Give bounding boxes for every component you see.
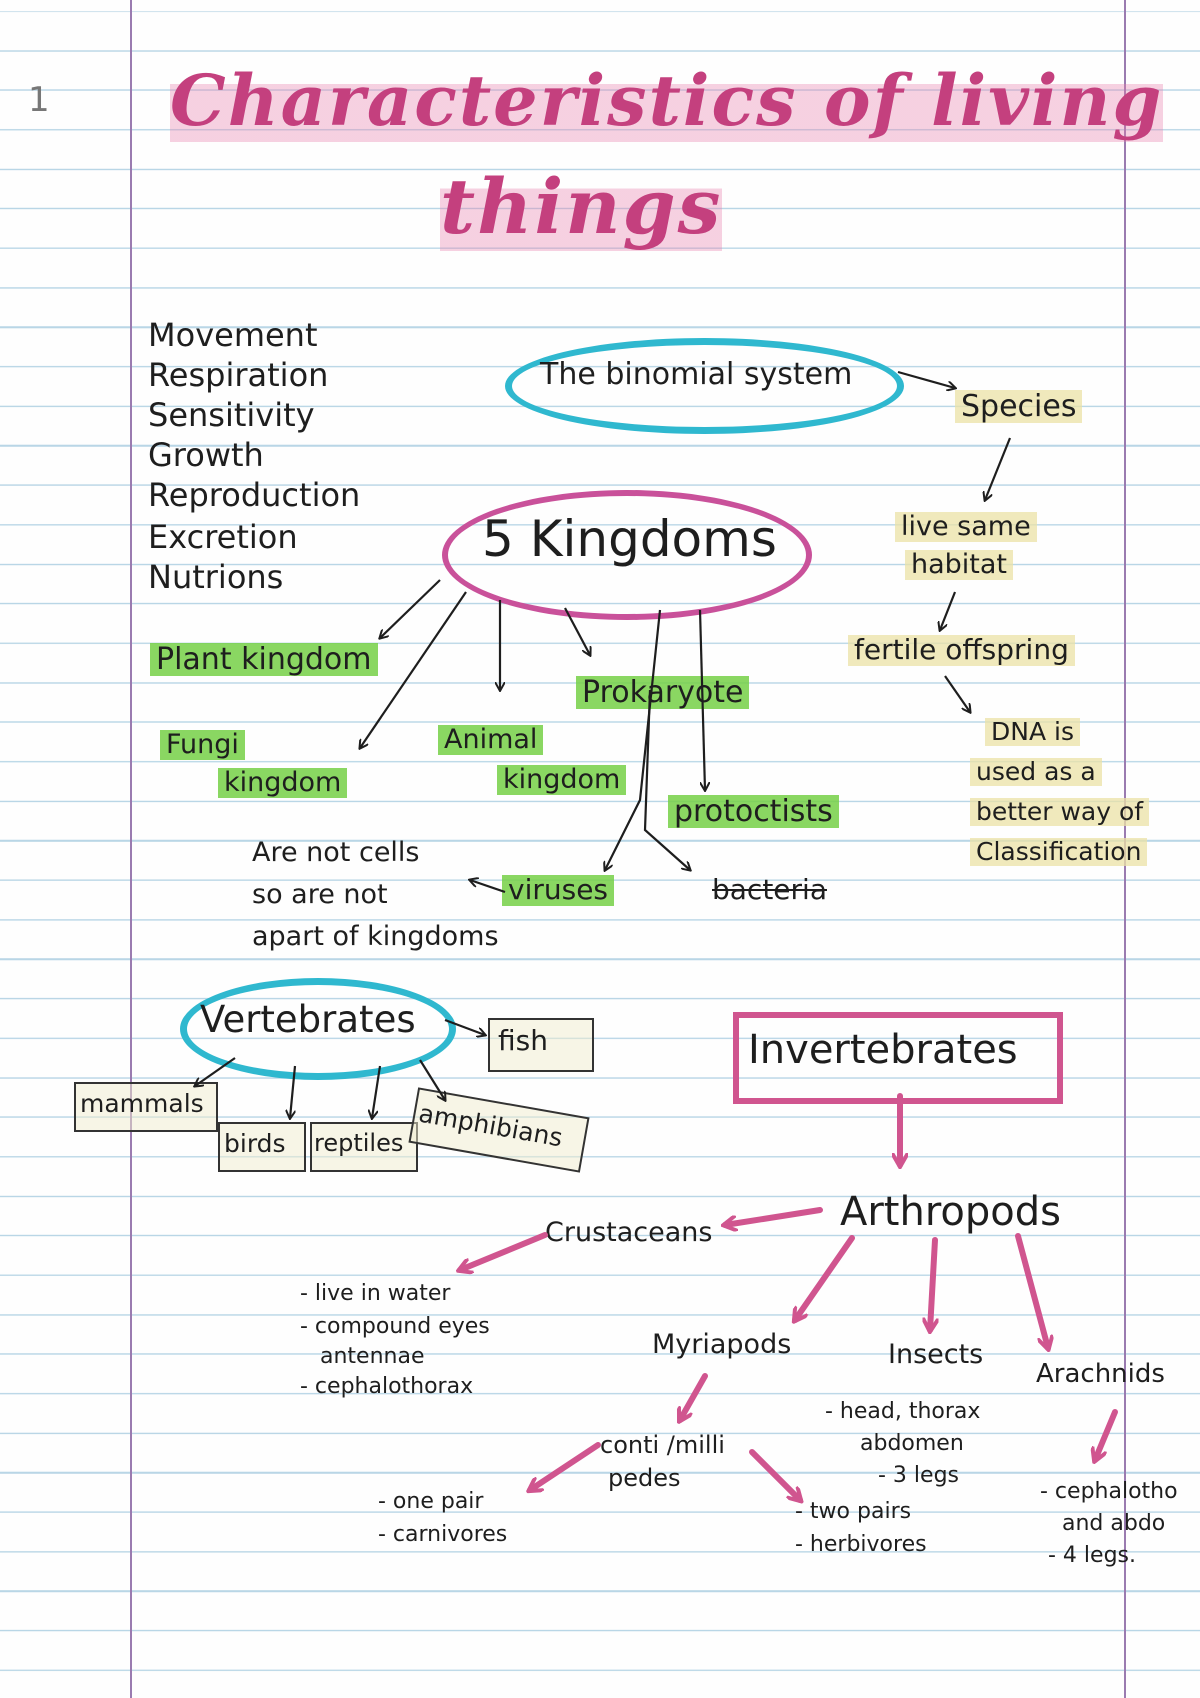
arrow-binomial-species <box>897 370 955 388</box>
arthropods-label: Arthropods <box>840 1189 1061 1235</box>
live-same-label: live same <box>895 512 1037 542</box>
arrow-prokaryote-bacteria <box>643 689 690 870</box>
arrow-vertebrates-mammals <box>195 1057 236 1086</box>
insects-note: abdomen <box>860 1431 964 1456</box>
dna-line: used as a <box>970 758 1102 786</box>
dna-line: Classification <box>970 838 1148 866</box>
arrow-vertebrates-birds <box>290 1065 297 1118</box>
arachnids-label: Arachnids <box>1036 1359 1165 1389</box>
mammals-label: mammals <box>80 1089 204 1118</box>
fish-label: fish <box>498 1024 548 1057</box>
characteristic-item: Growth <box>148 436 264 474</box>
arrow-sub-left <box>530 1442 601 1490</box>
vertebrates-oval <box>180 978 456 1080</box>
insects-note: - 3 legs <box>878 1463 959 1488</box>
myriapods-right-note: - herbivores <box>795 1532 927 1557</box>
fertile-offspring-label: fertile offspring <box>848 634 1075 666</box>
arrow-kingdoms-prokaryote <box>564 607 590 655</box>
binomial-label: The binomial system <box>540 357 853 392</box>
prokaryote-label: Prokaryote <box>576 676 750 709</box>
arachnids-note: - cephalotho <box>1040 1479 1178 1504</box>
dna-line: DNA is <box>985 718 1080 746</box>
species-label: Species <box>955 390 1083 423</box>
arrow-vertebrates-amphibians <box>419 1059 445 1100</box>
characteristic-item: Respiration <box>148 356 329 394</box>
crustacean-note: antennae <box>320 1344 425 1369</box>
arrow-sub-right <box>749 1449 800 1500</box>
crustacean-note: - compound eyes <box>300 1314 490 1339</box>
arrow-live-fertile <box>940 591 957 630</box>
arrow-fertile-dna <box>944 675 970 712</box>
crustacean-note: - live in water <box>300 1281 451 1306</box>
birds-label: birds <box>224 1129 286 1158</box>
mammals-box <box>74 1082 218 1132</box>
habitat-label: habitat <box>905 550 1014 580</box>
birds-box <box>218 1122 306 1172</box>
myriapods-sub: conti /milli <box>600 1431 725 1459</box>
binomial-oval <box>505 338 904 434</box>
arrow-kingdoms-fungi <box>360 591 467 748</box>
arrow-arachnids-notes <box>1095 1409 1118 1460</box>
page-number: 1 <box>28 80 50 120</box>
fungi-kingdom-label: kingdom <box>218 768 348 798</box>
animal-kingdom-label: kingdom <box>497 765 627 795</box>
myriapods-right-note: - two pairs <box>795 1499 912 1524</box>
protoctists-label: protoctists <box>668 795 839 828</box>
dna-line: better way of <box>970 798 1150 826</box>
arrow-myriapods-sub <box>680 1373 708 1420</box>
characteristic-item: Movement <box>148 316 318 354</box>
reptiles-label: reptiles <box>314 1129 404 1157</box>
not-cells-line: Are not cells <box>252 837 420 868</box>
arrow-kingdoms-viruses <box>605 609 662 870</box>
myriapods-left-note: - one pair <box>378 1489 484 1514</box>
kingdoms-oval <box>442 490 812 620</box>
fungi-label: Fungi <box>160 730 245 760</box>
arrow-arthropods-insects <box>930 1237 935 1330</box>
left-margin-line <box>130 0 132 1698</box>
arrow-viruses-notcells <box>470 880 506 894</box>
arrow-arthropods-crustaceans <box>725 1207 823 1225</box>
myriapods-label: Myriapods <box>652 1329 792 1360</box>
characteristic-item: Sensitivity <box>148 396 315 434</box>
arachnids-note: and abdo <box>1062 1511 1166 1536</box>
kingdoms-label: 5 Kingdoms <box>482 510 777 568</box>
arrow-vertebrates-fish <box>444 1018 485 1035</box>
arrow-vertebrates-reptiles <box>372 1065 382 1118</box>
arrow-crustaceans-notes <box>460 1232 548 1270</box>
viruses-label: viruses <box>502 874 615 906</box>
not-cells-line: so are not <box>252 879 388 910</box>
arrow-kingdoms-plant <box>380 579 441 638</box>
arrow-arthropods-arachnids <box>1015 1233 1048 1348</box>
plant-kingdom-label: Plant kingdom <box>150 643 378 676</box>
arrow-kingdoms-protoctists <box>698 609 705 790</box>
reptiles-box <box>310 1122 418 1172</box>
insects-note: - head, thorax <box>825 1399 981 1424</box>
bacteria-label: bacteria <box>712 873 827 906</box>
page-title-line1: Characteristics of living <box>170 59 1164 142</box>
myriapods-sub: pedes <box>608 1464 681 1492</box>
vertebrates-label: Vertebrates <box>200 998 416 1041</box>
myriapods-left-note: - carnivores <box>378 1522 508 1547</box>
characteristic-item: Excretion <box>148 518 298 556</box>
arachnids-note: - 4 legs. <box>1048 1543 1136 1568</box>
arrow-arthropods-myriapods <box>795 1235 855 1320</box>
animal-label: Animal <box>438 725 544 755</box>
crustacean-note: - cephalothorax <box>300 1374 474 1399</box>
insects-label: Insects <box>888 1339 984 1370</box>
characteristic-item: Nutrions <box>148 558 284 596</box>
crustaceans-label: Crustaceans <box>545 1217 713 1248</box>
invertebrates-label: Invertebrates <box>748 1027 1018 1073</box>
page-title-line2: things <box>440 162 723 251</box>
arrow-species-live <box>985 437 1012 500</box>
fish-box <box>488 1018 594 1072</box>
not-cells-line: apart of kingdoms <box>252 921 499 952</box>
characteristic-item: Reproduction <box>148 476 361 514</box>
